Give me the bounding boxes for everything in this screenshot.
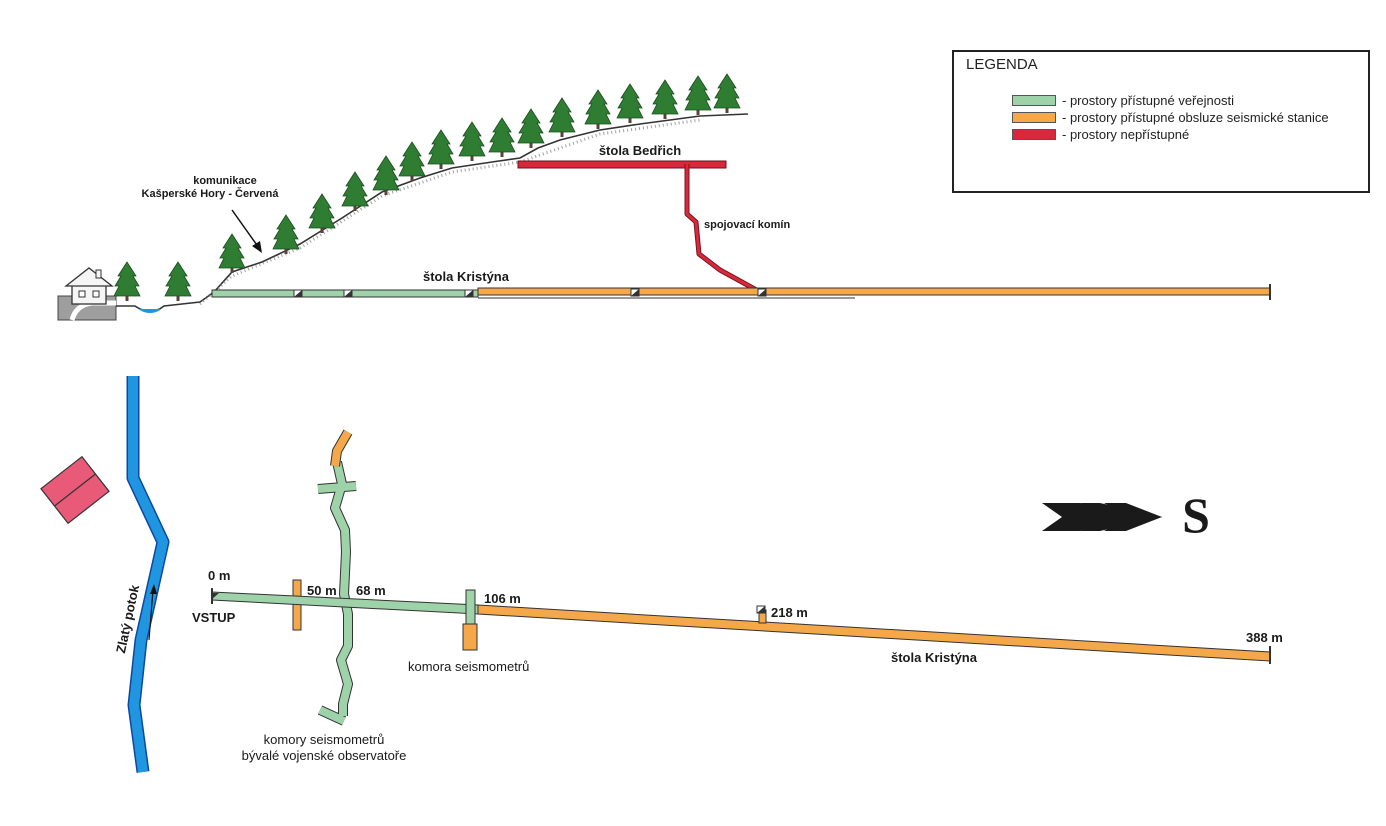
house-roof-icon bbox=[40, 455, 110, 525]
distance-50: 50 m bbox=[307, 583, 337, 598]
distance-68: 68 m bbox=[356, 583, 386, 598]
legend: LEGENDA - prostory přístupné veřejnosti … bbox=[952, 50, 1370, 193]
legend-label-restricted: - prostory nepřístupné bbox=[1062, 126, 1190, 142]
chamber-branch bbox=[465, 589, 476, 625]
adit-kristyna-service-plan bbox=[477, 604, 1271, 662]
adit-kristyna-service-profile bbox=[477, 287, 1271, 296]
distance-106: 106 m bbox=[484, 591, 521, 606]
legend-item-service: - prostory přístupné obsluze seismické s… bbox=[1012, 109, 1329, 125]
shaft-label: spojovací komín bbox=[704, 219, 790, 231]
profile-view: komunikace Kašperské Hory - Červená štol… bbox=[57, 73, 1271, 321]
adit-bedrich bbox=[517, 160, 727, 169]
kristyna-plan-label: štola Kristýna bbox=[891, 650, 978, 665]
legend-swatch-restricted bbox=[1012, 128, 1056, 140]
door-markers bbox=[293, 288, 767, 298]
chamber-label: komora seismometrů bbox=[408, 659, 529, 674]
distance-388: 388 m bbox=[1246, 630, 1283, 645]
legend-item-public: - prostory přístupné veřejnosti bbox=[1012, 92, 1234, 108]
north-label: S bbox=[1182, 487, 1210, 543]
house-icon bbox=[57, 267, 117, 321]
road-label-1: komunikace bbox=[193, 175, 257, 187]
entrance-label: VSTUP bbox=[192, 610, 236, 625]
legend-item-restricted: - prostory nepřístupné bbox=[1012, 126, 1189, 142]
legend-swatch-public bbox=[1012, 94, 1056, 106]
road-label-2: Kašperské Hory - Červená bbox=[142, 187, 280, 200]
legend-swatch-service bbox=[1012, 111, 1056, 123]
north-arrow-icon bbox=[1042, 503, 1162, 531]
seismometer-chamber bbox=[462, 623, 478, 651]
distance-218: 218 m bbox=[771, 605, 808, 620]
legend-label-public: - prostory přístupné veřejnosti bbox=[1062, 92, 1234, 108]
kristyna-profile-label: štola Kristýna bbox=[423, 269, 510, 284]
distance-0: 0 m bbox=[208, 568, 230, 583]
flow-arrow-icon bbox=[148, 584, 157, 641]
road-arrow-icon bbox=[231, 209, 262, 253]
legend-title: LEGENDA bbox=[966, 56, 1038, 73]
old-chambers-label-1: komory seismometrů bbox=[264, 732, 385, 747]
legend-label-service: - prostory přístupné obsluze seismické s… bbox=[1062, 109, 1329, 125]
old-chambers-label-2: bývalé vojenské observatoře bbox=[242, 748, 407, 763]
stream-profile bbox=[139, 308, 161, 313]
plan-view: Zlatý potok S 0 m VSTUP 50 m 68 m bbox=[40, 376, 1283, 773]
bedrich-label: štola Bedřich bbox=[599, 143, 681, 158]
